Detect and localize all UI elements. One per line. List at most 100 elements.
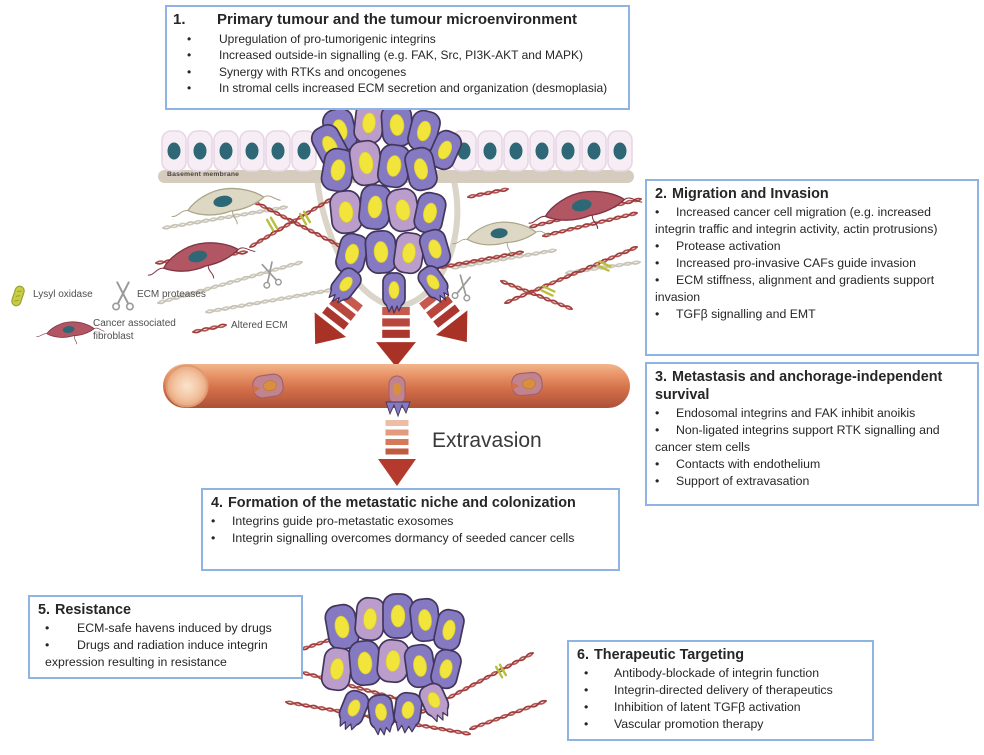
nucleus xyxy=(413,655,427,677)
ecm-fiber-gray xyxy=(205,285,349,314)
cell-notch xyxy=(511,382,520,391)
bullet-item: •Increased pro-invasive CAFs guide invas… xyxy=(655,255,969,272)
bullet-glyph: • xyxy=(211,514,216,528)
vessel-opening xyxy=(165,364,209,408)
bullet-text: Synergy with RTKs and oncogenes xyxy=(219,64,407,79)
box-title: 6.Therapeutic Targeting xyxy=(577,646,864,664)
bullet-item: •Vascular promotion therapy xyxy=(577,716,864,733)
arrow-head xyxy=(378,459,416,486)
arrow-segment xyxy=(385,420,409,426)
cell-protrusions xyxy=(528,197,643,230)
bullet-text: In stromal cells increased ECM secretion… xyxy=(219,81,608,96)
box-title-text: Migration and Invasion xyxy=(672,186,829,202)
legend-caf-label: Cancer associated fibroblast xyxy=(93,318,176,342)
nucleus xyxy=(167,142,181,160)
box-bullets: •Endosomal integrins and FAK inhibit ano… xyxy=(655,405,969,490)
box-bullets: •Increased cancer cell migration (e.g. i… xyxy=(655,204,969,323)
bullet-item: •Protease activation xyxy=(655,238,969,255)
box-title: 5.Resistance xyxy=(38,601,293,619)
arrow-segment xyxy=(322,306,349,330)
nucleus xyxy=(413,158,429,180)
cancer-associated-fibroblast xyxy=(528,190,643,230)
metastatic-tumour-cell xyxy=(393,691,423,734)
box-title: 1.Primary tumour and the tumour microenv… xyxy=(173,11,620,30)
nucleus xyxy=(62,326,75,333)
box-4-metastatic-niche: 4.Formation of the metastatic niche and … xyxy=(201,488,620,571)
box-title-text: Metastasis and anchorage-independent sur… xyxy=(655,369,943,403)
metastatic-tumour-cell xyxy=(354,596,386,642)
cell-protrusions xyxy=(328,289,345,304)
invasion-arrow xyxy=(376,307,416,367)
bullet-item: •Antibody-blockade of integrin function xyxy=(577,665,864,682)
nucleus xyxy=(385,650,401,672)
nucleus xyxy=(426,274,440,290)
tumour-cell xyxy=(385,187,421,233)
cell-protrusions xyxy=(373,724,393,736)
extravasation-arrow xyxy=(378,420,416,486)
box-title-text: Therapeutic Targeting xyxy=(594,647,745,663)
metastatic-tumour-cell xyxy=(403,643,437,689)
bullet-item: •ECM-safe havens induced by drugs xyxy=(38,620,293,637)
tumour-cell xyxy=(329,189,363,235)
nucleus xyxy=(219,142,233,160)
epithelial-cell xyxy=(529,130,555,172)
nucleus xyxy=(334,615,350,639)
box-title-text: Formation of the metastatic niche and co… xyxy=(228,495,576,511)
epithelial-cell xyxy=(187,130,213,172)
bullet-text: ECM stiffness, alignment and gradients s… xyxy=(655,272,935,304)
bullet-item: •Upregulation of pro-tumorigenic integri… xyxy=(173,31,620,48)
box-number: 4. xyxy=(211,495,224,511)
nucleus xyxy=(193,142,207,160)
nucleus xyxy=(297,142,311,160)
epithelial-cell xyxy=(239,130,265,172)
box-3-metastasis-survival: 3.Metastasis and anchorage-independent s… xyxy=(645,362,979,506)
epithelial-cell xyxy=(607,130,633,172)
nucleus xyxy=(338,201,354,223)
ecm-fiber-gray xyxy=(157,260,303,305)
cell-protrusions xyxy=(395,722,417,734)
bullet-text: Contacts with endothelium xyxy=(676,456,821,471)
nucleus xyxy=(389,114,405,136)
bullet-item: •Increased cancer cell migration (e.g. i… xyxy=(655,204,969,238)
tumour-cell xyxy=(413,191,447,235)
tumour-cell xyxy=(376,143,412,189)
bullet-text: ECM-safe havens induced by drugs xyxy=(77,621,272,635)
bullet-item: •ECM stiffness, alignment and gradients … xyxy=(655,272,969,306)
bullet-glyph: • xyxy=(584,716,589,731)
metastatic-niche xyxy=(271,593,547,736)
tumour-cell xyxy=(404,146,438,192)
arrow-segment xyxy=(329,297,356,321)
cell-protrusions xyxy=(433,287,450,303)
invading-cancer-cell xyxy=(382,272,406,314)
ecm-fiber-altered xyxy=(431,250,524,271)
ecm-fiber-altered xyxy=(469,699,547,731)
invasion-arrows xyxy=(314,265,468,367)
box-2-migration-invasion: 2.Migration and Invasion •Increased canc… xyxy=(645,179,979,356)
box-bullets: •Antibody-blockade of integrin function•… xyxy=(577,665,864,733)
ecm-fiber-gray xyxy=(451,248,557,270)
bullet-text: Integrins guide pro-metastatic exosomes xyxy=(232,514,454,528)
nucleus xyxy=(386,155,402,177)
box-number: 6. xyxy=(577,647,590,663)
epithelial-cell xyxy=(265,130,291,172)
cell-protrusions xyxy=(171,195,281,225)
metastatic-tumour-cell xyxy=(348,639,382,687)
nucleus xyxy=(423,202,437,224)
bullet-glyph: • xyxy=(655,238,660,253)
bullet-text: Integrin-directed delivery of therapeuti… xyxy=(614,682,833,697)
arrow-segment xyxy=(385,448,409,455)
tumour-cell xyxy=(392,231,426,275)
cell-protrusions xyxy=(385,303,403,314)
ecm-fiber-altered xyxy=(542,211,638,238)
arrow-head xyxy=(435,310,468,343)
bullet-glyph: • xyxy=(187,31,192,46)
nucleus xyxy=(509,142,523,160)
bullet-text: Antibody-blockade of integrin function xyxy=(614,666,820,680)
bullet-text: Non-ligated integrins support RTK signal… xyxy=(655,422,940,454)
arrow-head xyxy=(314,312,347,345)
box-number: 5. xyxy=(38,602,51,618)
ecm-proteases-icon xyxy=(112,281,134,311)
box-bullets: •Upregulation of pro-tumorigenic integri… xyxy=(173,31,620,97)
ecm-fiber-gray xyxy=(162,205,288,230)
nucleus xyxy=(330,658,344,680)
